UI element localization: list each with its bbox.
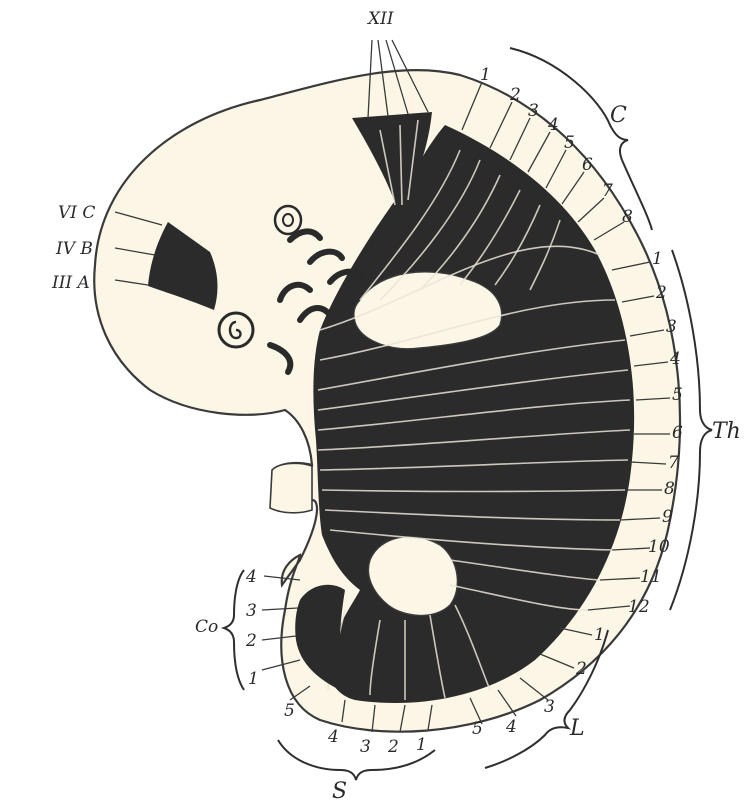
thoracic-num-2: 2 bbox=[655, 283, 667, 303]
thoracic-num-9: 9 bbox=[662, 507, 673, 527]
thoracic-num-8: 8 bbox=[664, 479, 675, 499]
thoracic-num-3: 3 bbox=[666, 317, 677, 337]
coccygeal-brace bbox=[224, 570, 244, 690]
cervical-num-3: 3 bbox=[528, 101, 539, 121]
eye-icon bbox=[275, 206, 301, 234]
label-xii: XII bbox=[366, 9, 394, 29]
coccygeal-num-4: 4 bbox=[245, 567, 257, 587]
label-vi-c: VI C bbox=[58, 203, 95, 223]
label-coccygeal: Co bbox=[195, 617, 218, 637]
lumbar-num-2: 2 bbox=[575, 659, 587, 679]
ear-icon bbox=[219, 313, 253, 347]
cervical-num-7: 7 bbox=[602, 181, 613, 201]
thoracic-num-10: 10 bbox=[648, 537, 670, 557]
thoracic-num-1: 1 bbox=[652, 249, 663, 269]
label-iii-a: III A bbox=[51, 273, 90, 293]
thoracic-num-5: 5 bbox=[672, 385, 683, 405]
sacral-num-3: 3 bbox=[360, 737, 371, 757]
lumbar-num-4: 4 bbox=[505, 717, 517, 737]
coccygeal-num-3: 3 bbox=[246, 601, 257, 621]
cervical-num-5: 5 bbox=[564, 133, 575, 153]
cervical-num-4: 4 bbox=[547, 115, 559, 135]
coccygeal-num-1: 1 bbox=[248, 669, 259, 689]
thoracic-num-6: 6 bbox=[672, 423, 683, 443]
sacral-num-1: 1 bbox=[416, 735, 427, 755]
cervical-num-6: 6 bbox=[582, 155, 593, 175]
thoracic-num-7: 7 bbox=[668, 453, 679, 473]
lumbar-num-1: 1 bbox=[594, 625, 605, 645]
label-thoracic: Th bbox=[712, 419, 741, 444]
thoracic-num-12: 12 bbox=[628, 597, 650, 617]
label-lumbar: L bbox=[569, 716, 585, 741]
label-cervical: C bbox=[610, 103, 627, 128]
sacral-num-4: 4 bbox=[327, 727, 339, 747]
lumbar-num-3: 3 bbox=[544, 697, 555, 717]
sacral-num-2: 2 bbox=[387, 737, 399, 757]
label-iv-b: IV B bbox=[55, 239, 93, 259]
sacral-brace bbox=[278, 740, 435, 780]
cervical-num-2: 2 bbox=[509, 85, 521, 105]
cervical-num-1: 1 bbox=[480, 65, 491, 85]
coccygeal-num-2: 2 bbox=[245, 631, 257, 651]
thoracic-num-11: 11 bbox=[640, 567, 662, 587]
thoracic-num-4: 4 bbox=[669, 349, 681, 369]
sacral-num-5: 5 bbox=[284, 701, 295, 721]
cervical-num-8: 8 bbox=[622, 207, 633, 227]
umbilical-stump bbox=[270, 463, 312, 512]
lumbar-num-5: 5 bbox=[472, 719, 483, 739]
label-sacral: S bbox=[332, 779, 347, 802]
